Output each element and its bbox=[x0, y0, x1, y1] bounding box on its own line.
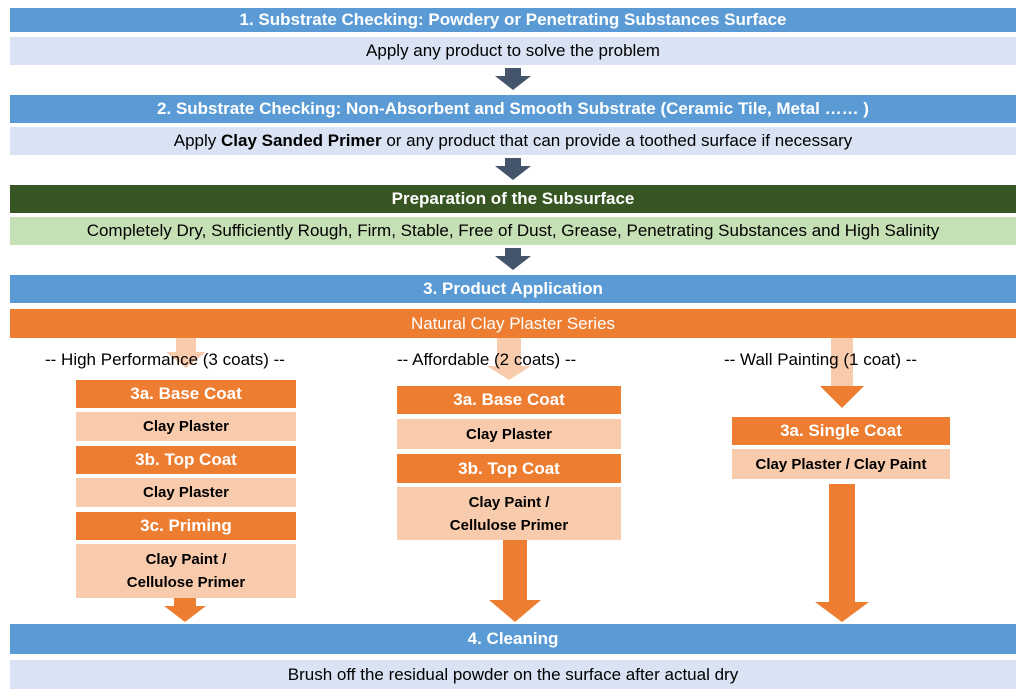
step2-desc-post: or any product that can provide a toothe… bbox=[381, 131, 853, 150]
column-label-wall: -- Wall Painting (1 coat) -- bbox=[724, 350, 918, 369]
prep-title: Preparation of the Subsurface bbox=[391, 189, 635, 208]
arrow-wall-to-cleaning bbox=[815, 484, 869, 622]
down-arrow-1 bbox=[495, 68, 531, 90]
series-bar: Natural Clay Plaster Series bbox=[10, 309, 1016, 338]
affordable-base-coat-product-text: Clay Plaster bbox=[466, 425, 552, 443]
series-title: Natural Clay Plaster Series bbox=[410, 313, 616, 333]
high-base-coat-product-text: Clay Plaster bbox=[143, 418, 229, 435]
high-top-coat-product-text: Clay Plaster bbox=[143, 484, 229, 501]
step2-header: 2. Substrate Checking: Non-Absorbent and… bbox=[10, 95, 1016, 123]
column-label-high: -- High Performance (3 coats) -- bbox=[45, 350, 285, 369]
prep-desc-text: Completely Dry, Sufficiently Rough, Firm… bbox=[86, 221, 940, 240]
step1-header: 1. Substrate Checking: Powdery or Penetr… bbox=[10, 8, 1016, 32]
high-priming-title: 3c. Priming bbox=[76, 512, 296, 540]
high-priming-product-text: Clay Paint / Cellulose Primer bbox=[126, 551, 246, 591]
high-top-coat-title: 3b. Top Coat bbox=[76, 446, 296, 474]
affordable-base-coat-title: 3a. Base Coat bbox=[397, 386, 621, 414]
step2-desc-bold: Clay Sanded Primer bbox=[221, 131, 382, 150]
high-base-coat-title: 3a. Base Coat bbox=[76, 380, 296, 408]
step1-title: 1. Substrate Checking: Powdery or Penetr… bbox=[239, 10, 787, 29]
wall-single-coat-title: 3a. Single Coat bbox=[732, 417, 950, 445]
down-arrow-2 bbox=[495, 158, 531, 180]
high-base-coat-product: Clay Plaster bbox=[76, 412, 296, 441]
high-top-coat-product: Clay Plaster bbox=[76, 478, 296, 507]
step4-title: 4. Cleaning bbox=[467, 629, 559, 648]
step2-title: 2. Substrate Checking: Non-Absorbent and… bbox=[157, 99, 869, 118]
step2-desc-pre: Apply bbox=[173, 131, 221, 150]
series-arrow-wall-tip bbox=[820, 386, 864, 408]
step4-header: 4. Cleaning bbox=[10, 624, 1016, 654]
prep-header: Preparation of the Subsurface bbox=[10, 185, 1016, 213]
wall-single-coat-product-text: Clay Plaster / Clay Paint bbox=[755, 455, 927, 473]
prep-description: Completely Dry, Sufficiently Rough, Firm… bbox=[10, 217, 1016, 245]
series-arrow-affordable bbox=[487, 338, 531, 380]
step3-title: 3. Product Application bbox=[423, 279, 603, 298]
column-label-affordable: -- Affordable (2 coats) -- bbox=[397, 350, 577, 369]
affordable-top-coat-product: Clay Paint / Cellulose Primer bbox=[397, 487, 621, 540]
affordable-top-coat-title: 3b. Top Coat bbox=[397, 454, 621, 483]
arrow-high-to-cleaning bbox=[164, 598, 206, 622]
high-priming-product: Clay Paint / Cellulose Primer bbox=[76, 544, 296, 598]
arrow-affordable-to-cleaning bbox=[489, 540, 541, 622]
affordable-top-coat-product-text: Clay Paint / Cellulose Primer bbox=[449, 493, 569, 534]
step2-description: Apply Clay Sanded Primer or any product … bbox=[10, 127, 1016, 155]
step1-description: Apply any product to solve the problem bbox=[10, 37, 1016, 65]
affordable-base-coat-product: Clay Plaster bbox=[397, 419, 621, 449]
step3-header: 3. Product Application bbox=[10, 275, 1016, 303]
down-arrow-3 bbox=[495, 248, 531, 270]
series-arrow-high bbox=[166, 338, 206, 368]
step1-desc-text: Apply any product to solve the problem bbox=[366, 41, 660, 60]
step4-description: Brush off the residual powder on the sur… bbox=[10, 660, 1016, 689]
wall-single-coat-product: Clay Plaster / Clay Paint bbox=[732, 449, 950, 479]
step4-desc-text: Brush off the residual powder on the sur… bbox=[287, 664, 739, 684]
